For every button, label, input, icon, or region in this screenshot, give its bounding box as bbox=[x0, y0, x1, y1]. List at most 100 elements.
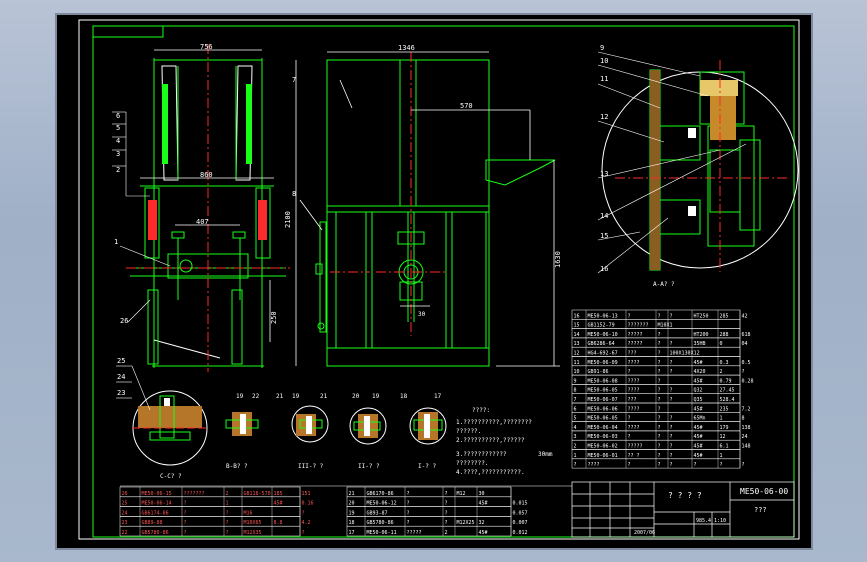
upper-bom-cell: 3 bbox=[574, 434, 577, 440]
upper-bom-cell: ? bbox=[658, 462, 661, 468]
upper-bom-cell: 12 bbox=[720, 434, 726, 440]
lower-bom-cell: 0.057 bbox=[513, 510, 528, 516]
upper-bom-cell: ??? bbox=[628, 351, 637, 357]
upper-bom-cell: ???? bbox=[588, 462, 600, 468]
lower-bom-cell: ? bbox=[445, 491, 448, 497]
upper-bom-cell: ? bbox=[658, 453, 661, 459]
svg-text:9: 9 bbox=[600, 44, 604, 52]
lower-bom-cell: M12X35 bbox=[244, 530, 262, 536]
lower-bom-cell: ??????? bbox=[184, 491, 205, 497]
lower-bom-cell: ? bbox=[407, 501, 410, 507]
upper-bom-cell: ? bbox=[658, 369, 661, 375]
lower-bom-cell: 2 bbox=[445, 530, 448, 536]
lower-bom-cell: ? bbox=[407, 520, 410, 526]
upper-bom-cell: ??????? bbox=[628, 323, 649, 329]
upper-bom-cell: ? bbox=[658, 341, 661, 347]
detail-23-25-callouts: 25 24 23 bbox=[117, 357, 125, 397]
svg-text:2: 2 bbox=[116, 166, 120, 174]
lower-bom-cell: ? bbox=[445, 510, 448, 516]
upper-bom-cell: ME50-06-10 bbox=[588, 332, 618, 338]
upper-bom-cell: 6 bbox=[574, 406, 577, 412]
svg-text:1: 1 bbox=[114, 238, 118, 246]
callout-7: 7 bbox=[292, 76, 296, 84]
upper-bom-cell: ????? bbox=[628, 444, 643, 450]
lower-bom-cell: 21 bbox=[349, 491, 355, 497]
title-corner-box bbox=[92, 25, 164, 38]
upper-bom-cell: 12 bbox=[574, 351, 580, 357]
upper-bom-cell: ? bbox=[658, 388, 661, 394]
svg-text:20: 20 bbox=[352, 393, 360, 400]
upper-bom-cell: ? bbox=[742, 462, 745, 468]
upper-bom-cell: 42 bbox=[742, 313, 748, 319]
upper-bom-cell: ??? bbox=[628, 397, 637, 403]
upper-bom-cell: 0 bbox=[720, 341, 723, 347]
upper-bom-cell: ?? ? bbox=[628, 453, 640, 459]
upper-bom-cell: ???? bbox=[628, 406, 640, 412]
lower-bom-cell: 19 bbox=[349, 510, 355, 516]
dim-side-offset: 570 bbox=[460, 102, 473, 110]
lower-bom-cell: ? bbox=[445, 501, 448, 507]
lower-bom-cell: 0.007 bbox=[513, 520, 528, 526]
detail-b bbox=[225, 412, 259, 436]
lower-bom-cell: 8.8 bbox=[274, 520, 283, 526]
upper-bom-cell: ? bbox=[670, 453, 673, 459]
svg-text:23: 23 bbox=[117, 389, 125, 397]
upper-bom-cell: ? bbox=[658, 406, 661, 412]
upper-bom-cell: ME50-06-05 bbox=[588, 416, 618, 422]
lower-bom-cell: GB6170-86 bbox=[367, 491, 394, 497]
upper-bom-cell: ? bbox=[658, 351, 661, 357]
section-label-ii: II-? ? bbox=[358, 463, 380, 470]
upper-bom-cell: 9 bbox=[574, 378, 577, 384]
lower-bom-cell: 151 bbox=[302, 491, 311, 497]
upper-bom-cell: 65Mn bbox=[694, 416, 706, 422]
dim-side-width: 1346 bbox=[398, 44, 415, 52]
upper-bom-cell: 13 bbox=[574, 341, 580, 347]
title-date: 2007/06 bbox=[634, 530, 655, 536]
lower-bom-cell: ? bbox=[226, 530, 229, 536]
svg-text:16: 16 bbox=[600, 265, 608, 273]
lower-bom-cell: 45# bbox=[479, 530, 488, 536]
lower-bom-cell: 17 bbox=[349, 530, 355, 536]
side-centerlines bbox=[330, 52, 446, 336]
svg-text:11: 11 bbox=[600, 75, 608, 83]
svg-text:12: 12 bbox=[600, 113, 608, 121]
lower-bom-cell: ? bbox=[226, 520, 229, 526]
upper-bom-cell: ? bbox=[658, 360, 661, 366]
upper-bom-cell: 2 bbox=[574, 444, 577, 450]
upper-bom-cell: Q35 bbox=[694, 397, 703, 403]
upper-bom-cell: ? bbox=[658, 397, 661, 403]
upper-bom-cell: ? bbox=[670, 313, 673, 319]
upper-bom-row: ??????????? bbox=[571, 458, 745, 469]
lower-bom-cell: 0.015 bbox=[513, 501, 528, 507]
upper-bom-cell: ME50-06-01 bbox=[588, 453, 618, 459]
dim-side-height: 2100 bbox=[284, 211, 292, 228]
svg-text:4.????,???????????.: 4.????,???????????. bbox=[456, 469, 525, 476]
upper-bom-cell: ? bbox=[628, 416, 631, 422]
side-view bbox=[315, 59, 556, 367]
svg-text:13: 13 bbox=[600, 170, 608, 178]
upper-bom-cell: ???? bbox=[628, 378, 640, 384]
front-leaders bbox=[112, 111, 171, 323]
upper-bom-cell: ME50-06-02 bbox=[588, 444, 618, 450]
upper-bom-cell: ? bbox=[658, 434, 661, 440]
title-scale: 1:10 bbox=[714, 518, 726, 524]
svg-text:25: 25 bbox=[117, 357, 125, 365]
svg-text:24: 24 bbox=[117, 373, 125, 381]
lower-bom-cell: 23 bbox=[122, 520, 128, 526]
upper-bom-cell: 235 bbox=[720, 406, 729, 412]
upper-bom-cell: ME50-06-04 bbox=[588, 425, 618, 431]
upper-bom-cell: 179 bbox=[720, 425, 729, 431]
upper-bom-cell: Q32 bbox=[694, 388, 703, 394]
upper-bom-cell: ? bbox=[658, 378, 661, 384]
dim-small: 30 bbox=[418, 311, 426, 318]
lower-bom-cell: 32 bbox=[479, 520, 485, 526]
upper-bom-cell: 16 bbox=[574, 313, 580, 319]
upper-bom-cell: 10 bbox=[574, 369, 580, 375]
upper-bom-cell: ? bbox=[670, 369, 673, 375]
upper-bom-cell: ????? bbox=[628, 332, 643, 338]
